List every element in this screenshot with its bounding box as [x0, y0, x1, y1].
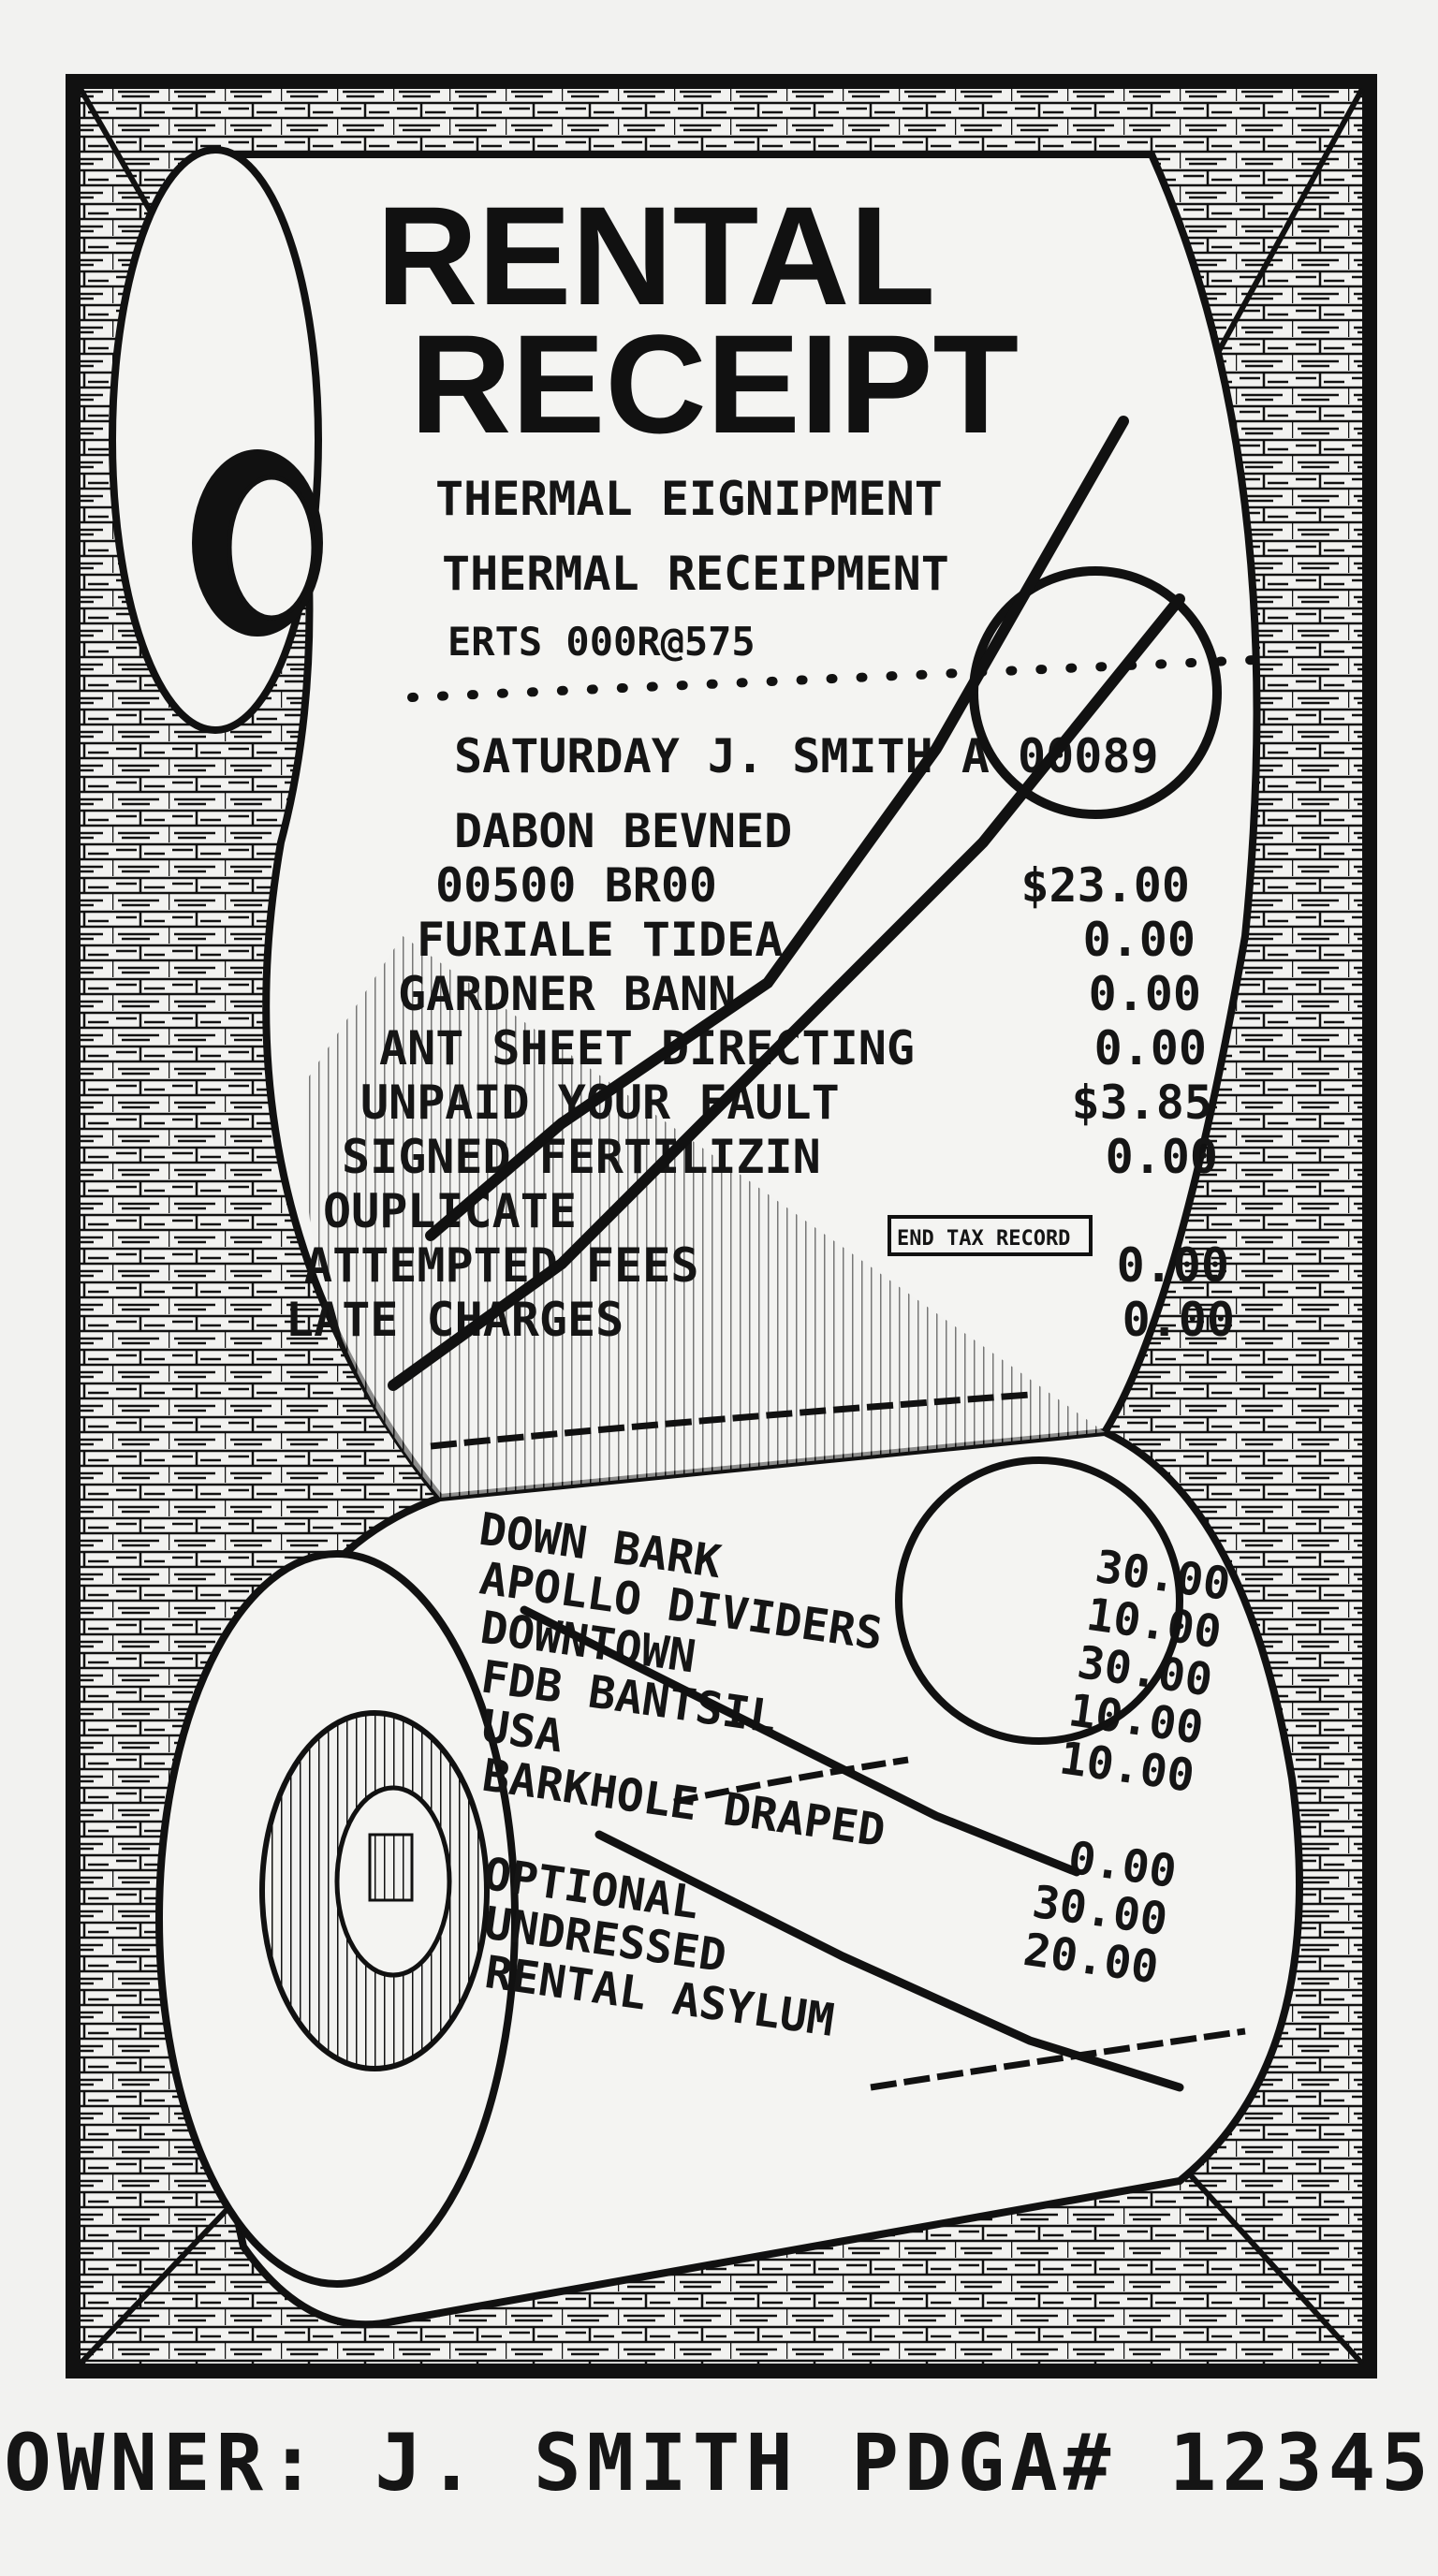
top-paper-roll [109, 146, 323, 734]
perforation-dots [407, 655, 1259, 702]
item-amount: 0.00 [1106, 1130, 1218, 1184]
item-amount: $3.85 [1071, 1076, 1212, 1130]
title-line-2: RECEIPT [410, 305, 1019, 462]
title-line-1: RENTAL [376, 177, 935, 334]
coffee-ring-stain [895, 1456, 1183, 1745]
header-line: THERMAL RECEIPMENT [442, 547, 949, 601]
item-label: USA [478, 1700, 566, 1764]
item-amount: 0.00 [1123, 1293, 1235, 1347]
item-label: GARDNER BANN [398, 967, 736, 1021]
bottom-paper-roll [155, 1550, 519, 2288]
item-label: ATTEMPTED FEES [304, 1238, 698, 1293]
header-line: ERTS 000R@575 [448, 619, 756, 665]
header-line: THERMAL EIGNIPMENT [435, 472, 943, 526]
item-label: OUPLICATE [323, 1184, 577, 1238]
owner-caption: OWNER: J. SMITH PDGA# 12345 [4, 2417, 1433, 2509]
item-amount: 0.00 [1094, 1021, 1207, 1076]
item-amount: 0.00 [1117, 1238, 1229, 1293]
chain-links [430, 1391, 1246, 2091]
item-label: FURIALE TIDEA [417, 913, 783, 967]
item-amount: $23.00 [1020, 858, 1190, 913]
item-label: 00500 BR00 [435, 858, 717, 913]
item-label: SIGNED FERTILIZIN [342, 1130, 821, 1184]
receipt-header: THERMAL EIGNIPMENT THERMAL RECEIPMENT ER… [435, 472, 949, 665]
item-amount: 0.00 [1083, 913, 1196, 967]
stamp-label: END TAX RECORD [897, 1227, 1070, 1251]
item-amount: 0.00 [1089, 967, 1201, 1021]
stamp-box [888, 1215, 1093, 1256]
bottom-roll-core [368, 1833, 414, 1902]
item-label: DABON BEVNED [454, 804, 792, 858]
